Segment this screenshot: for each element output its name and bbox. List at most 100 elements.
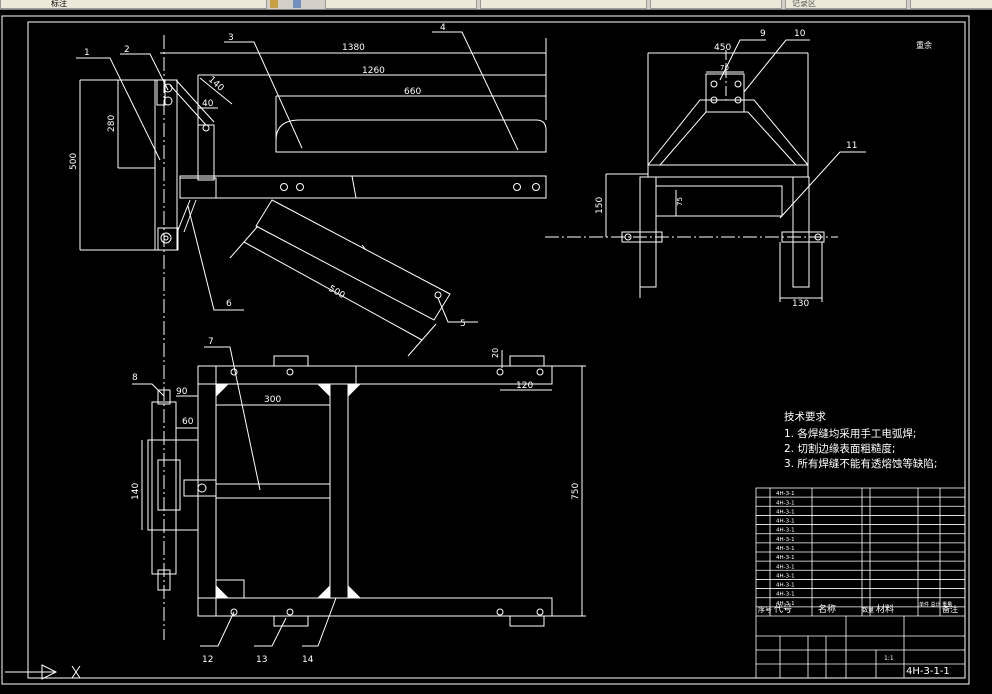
dim-text: 500 xyxy=(327,284,347,301)
dim-text: 750 xyxy=(571,483,581,500)
pin-hole xyxy=(814,233,822,241)
parts-row-code: 4H-3-1 xyxy=(776,491,795,497)
dim-text: 150 xyxy=(595,197,605,214)
crossbar xyxy=(647,164,809,178)
bolt-head xyxy=(273,615,309,627)
tab-4[interactable] xyxy=(650,0,782,9)
layer-icon[interactable] xyxy=(293,0,301,8)
a-frame-inner xyxy=(659,111,797,166)
tech-req-line: 1. 各焊缝均采用手工电弧焊; xyxy=(784,427,916,440)
parts-row-code: 4H-3-1 xyxy=(776,546,795,552)
link xyxy=(177,199,191,231)
balloon-5[interactable]: 5 xyxy=(460,319,466,329)
gusset xyxy=(316,584,331,599)
dim-text: 140 xyxy=(206,75,226,94)
tab-annotation[interactable]: 标注 xyxy=(0,0,267,9)
clevis-bolt xyxy=(734,80,742,88)
beam-hole xyxy=(532,183,540,191)
tab-6[interactable] xyxy=(910,0,992,9)
dim-text: 660 xyxy=(404,87,421,97)
dim-text: 1260 xyxy=(362,66,385,76)
leader-10 xyxy=(743,39,810,93)
left-rail xyxy=(197,365,217,617)
leader-1 xyxy=(76,57,161,161)
leader-4 xyxy=(432,31,519,151)
hitch-end xyxy=(157,389,171,405)
balloon-6[interactable]: 6 xyxy=(226,299,232,309)
bar-hole xyxy=(434,291,442,299)
balloon-2[interactable]: 2 xyxy=(124,45,130,55)
tech-req-title: 技术要求 xyxy=(784,410,826,423)
balloon-1[interactable]: 1 xyxy=(84,48,90,58)
balloon-11[interactable]: 11 xyxy=(846,141,857,151)
hitch-inner xyxy=(157,459,181,511)
parts-row-code: 4H-3-1 xyxy=(776,592,795,598)
main-beam xyxy=(179,175,547,199)
dim-text: 20 xyxy=(491,348,500,358)
leader-3 xyxy=(224,41,303,149)
hitch-clamp xyxy=(183,479,217,497)
parts-row-code: 4H-3-1 xyxy=(776,528,795,534)
header-qty: 数量 xyxy=(862,606,874,614)
balloon-14[interactable]: 14 xyxy=(302,655,314,665)
balloon-3[interactable]: 3 xyxy=(228,33,234,43)
pin-circle xyxy=(163,235,169,241)
connector xyxy=(179,177,217,199)
parts-row-code: 4H-3-1 xyxy=(776,519,795,525)
beam-hole xyxy=(296,183,304,191)
tab-label: 标注 xyxy=(51,0,67,8)
parts-row-code: 4H-3-1 xyxy=(776,537,795,543)
dim-text: 1380 xyxy=(342,43,365,53)
cross-beam xyxy=(215,483,331,499)
technical-requirements: 技术要求 1. 各焊缝均采用手工电弧焊; 2. 切割边缘表面粗糙度; 3. 所有… xyxy=(784,410,937,470)
inclined-bar xyxy=(255,199,451,321)
header-remark: 备注 xyxy=(942,604,958,614)
balloon-8[interactable]: 8 xyxy=(132,373,138,383)
bolt-circle xyxy=(163,83,173,93)
front-view xyxy=(79,35,547,640)
layer-icon[interactable] xyxy=(270,0,278,8)
bolt xyxy=(230,608,238,616)
outer-frame xyxy=(1,15,970,685)
window-title-bar: 标注 记录区 xyxy=(0,0,992,10)
header-code: 代号 xyxy=(774,604,792,615)
hitch-bar xyxy=(151,401,177,575)
left-pin xyxy=(621,231,663,243)
balloon-13[interactable]: 13 xyxy=(256,655,267,665)
clevis-bolt xyxy=(710,80,718,88)
tech-req-line: 3. 所有焊缝不能有透熔蚀等缺陷; xyxy=(784,457,937,470)
balloon-4[interactable]: 4 xyxy=(440,23,446,33)
ucs-arrow xyxy=(41,664,58,680)
tech-req-line: 2. 切割边缘表面粗糙度; xyxy=(784,442,895,455)
plan-view xyxy=(141,350,586,627)
balloon-10[interactable]: 10 xyxy=(794,29,806,39)
dim-text: 280 xyxy=(107,115,117,132)
leader-14 xyxy=(302,597,337,647)
middle-rail xyxy=(329,383,349,599)
bolt xyxy=(536,368,544,376)
leader-2 xyxy=(120,53,169,91)
tab-5[interactable]: 记录区 xyxy=(785,0,907,9)
balloon-12[interactable]: 12 xyxy=(202,655,213,665)
header-seq: 序号 xyxy=(758,605,772,614)
leader-8 xyxy=(132,383,165,397)
tab-2[interactable] xyxy=(325,0,477,9)
cad-drawing[interactable]: 4H-3-1 4H-3-1 4H-3-1 4H-3-1 4H-3-1 4H-3-1 4H-3… xyxy=(0,10,992,694)
bolt-circle xyxy=(163,96,173,106)
bolt-head xyxy=(509,355,545,367)
clevis-bolt xyxy=(734,96,742,104)
a-frame-outer xyxy=(647,99,809,166)
title-block: 4H-3-1 4H-3-1 4H-3-1 4H-3-1 4H-3-1 4H-3-1 4H-3… xyxy=(755,487,966,679)
right-pin xyxy=(781,231,825,243)
header-weight: 单件 总计 重量 xyxy=(919,601,952,608)
dim-text: 60 xyxy=(182,417,194,427)
tab-3[interactable] xyxy=(480,0,647,9)
balloon-7[interactable]: 7 xyxy=(208,337,214,347)
leader-7 xyxy=(204,346,261,491)
diagonal-brace xyxy=(175,79,215,123)
bolt xyxy=(230,368,238,376)
drawing-number: 4H-3-1-1 xyxy=(906,666,950,677)
bar-mark xyxy=(361,244,367,251)
balloon-9[interactable]: 9 xyxy=(760,29,766,39)
bolt-head xyxy=(509,615,545,627)
